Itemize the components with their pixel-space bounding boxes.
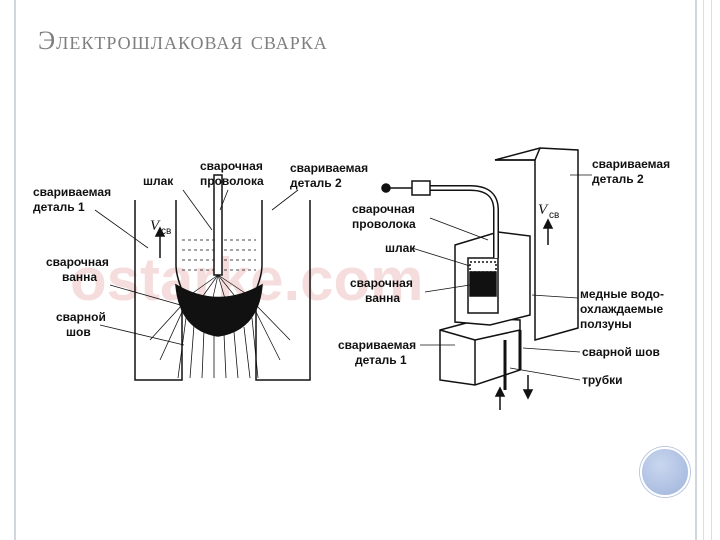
- slide-frame-right-line: [703, 0, 704, 540]
- left-arc-rays: [189, 274, 249, 303]
- left-welding-wire: [213, 174, 223, 276]
- left-diagram: [94, 174, 311, 381]
- right-label-wire: сварочная: [352, 202, 415, 216]
- right-label-tubes: трубки: [582, 373, 623, 387]
- right-label-pool: ванна: [365, 291, 400, 305]
- decorative-circle: [640, 447, 690, 497]
- right-label-wire: проволока: [352, 217, 416, 231]
- left-label-seam: сварной: [56, 310, 106, 324]
- right-diagram: [381, 147, 592, 410]
- slide-frame-left: [14, 0, 16, 540]
- left-weld-seam: [149, 304, 291, 379]
- right-label-pool: сварочная: [350, 276, 413, 290]
- left-label-wire: проволока: [200, 174, 264, 188]
- right-label-sliders: ползуны: [580, 317, 632, 331]
- left-part-2: [255, 200, 311, 381]
- right-velocity-label: V: [538, 202, 549, 218]
- right-label-sliders: охлаждаемые: [580, 302, 663, 316]
- right-slag: [469, 261, 497, 273]
- slide-frame-right: [695, 0, 697, 540]
- left-label-pool: ванна: [62, 270, 97, 284]
- left-label-part1: деталь 1: [33, 200, 85, 214]
- slide-title: Электрошлаковая сварка: [38, 26, 328, 55]
- left-weld-pool: [175, 283, 263, 337]
- left-label-seam: шов: [66, 325, 91, 339]
- left-velocity-label: V: [150, 218, 161, 234]
- right-wire-feeder: [411, 180, 431, 196]
- left-label-pool: сварочная: [46, 255, 109, 269]
- left-label-part1: свариваемая: [33, 185, 111, 199]
- right-velocity-subscript: св: [549, 210, 559, 221]
- right-part-1: [439, 317, 521, 386]
- left-label-part2: деталь 2: [290, 176, 342, 190]
- left-velocity-subscript: св: [161, 226, 171, 237]
- right-weld-pool: [469, 271, 497, 297]
- slide-frame-right-line: [711, 0, 712, 540]
- right-label-sliders: медные водо-: [580, 287, 664, 301]
- right-label-slag: шлак: [385, 241, 416, 255]
- right-label-part2: свариваемая: [592, 157, 670, 171]
- right-label-part1: свариваемая: [338, 338, 416, 352]
- left-label-part2: свариваемая: [290, 161, 368, 175]
- right-label-part2: деталь 2: [592, 172, 644, 186]
- left-label-slag: шлак: [143, 174, 174, 188]
- right-label-seam: сварной шов: [582, 345, 660, 359]
- left-label-wire: сварочная: [200, 159, 263, 173]
- right-label-part1: деталь 1: [355, 353, 407, 367]
